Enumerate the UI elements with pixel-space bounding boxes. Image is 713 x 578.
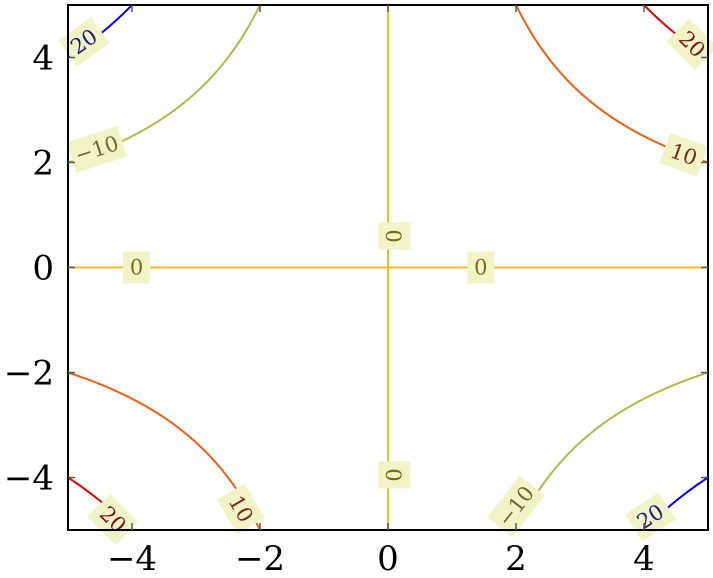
contour-label-box: [123, 251, 150, 284]
x-tick-label: −4: [107, 539, 157, 578]
contour-label-box: [378, 222, 411, 250]
contour-label-text: 0: [474, 256, 487, 280]
contour-label-box: [659, 132, 708, 177]
contour-label: 0: [467, 251, 495, 284]
contour-label-text: 0: [130, 256, 143, 280]
contour-line-pos10-left: [67, 371, 261, 531]
contour-label-box: [66, 125, 127, 173]
y-tick-label: −2: [4, 354, 54, 394]
contour-line-neg10-right: [515, 371, 709, 531]
contour-label-box: [378, 461, 411, 489]
y-tick-label: 4: [32, 39, 54, 79]
contour-label-box: [487, 475, 545, 538]
y-tick-label: 0: [32, 249, 54, 289]
contour-label: 20: [58, 17, 110, 67]
axis-ticks: [68, 5, 708, 530]
contour-lines: [67, 4, 709, 531]
contour-label-text: 0: [382, 229, 406, 242]
contour-label: 10: [216, 483, 265, 535]
contour-label-box: [467, 251, 495, 284]
contour-label-box: [216, 483, 265, 535]
x-tick-label: 4: [633, 539, 655, 578]
y-tick-label: 2: [32, 144, 54, 184]
contour-label: 0: [378, 461, 411, 489]
contour-label: 0: [378, 222, 411, 250]
axis-tick-labels: −4 −2 0 2 4 −4 −2 0 2 4: [4, 39, 655, 578]
y-tick-label: −4: [4, 459, 54, 499]
contour-label: −10: [66, 125, 127, 173]
contour-label: 20: [624, 492, 676, 542]
contour-label: 20: [87, 494, 139, 545]
x-tick-label: 2: [505, 539, 527, 578]
contour-label-text: 0: [382, 468, 406, 481]
contour-label: 10: [659, 132, 708, 177]
contour-label: 20: [666, 18, 713, 70]
contour-label-box: [87, 494, 139, 545]
contour-label: 0: [123, 251, 150, 284]
contour-label-box: [58, 17, 110, 67]
x-tick-label: −2: [235, 539, 285, 578]
x-tick-label: 0: [377, 539, 399, 578]
